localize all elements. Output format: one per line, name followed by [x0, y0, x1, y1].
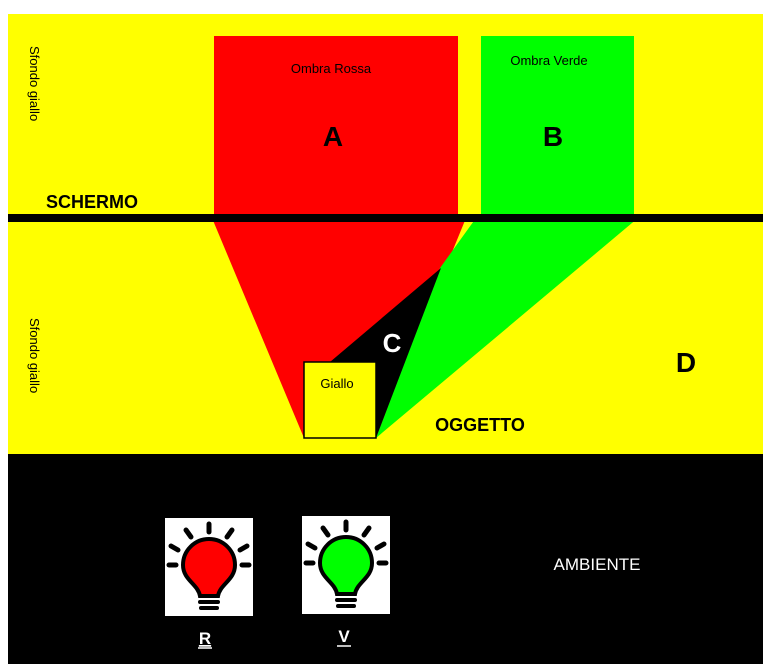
region-b-label: B — [543, 121, 563, 152]
screen-label: SCHERMO — [46, 192, 138, 212]
green-shadow-region — [376, 36, 638, 438]
red-light-bulb-icon — [166, 521, 252, 610]
red-lamp-label: R — [199, 629, 211, 648]
environment-label: AMBIENTE — [554, 555, 641, 574]
yellow-object — [303, 361, 377, 439]
green-lamp — [302, 516, 390, 614]
region-a-label: A — [323, 121, 343, 152]
object-label: OGGETTO — [435, 415, 525, 435]
object-color-label: Giallo — [320, 376, 353, 391]
red-lamp — [165, 518, 253, 616]
green-lamp-label: V — [338, 627, 350, 646]
region-c-label: C — [383, 328, 402, 358]
green-shadow-label: Ombra Verde — [510, 53, 587, 68]
green-light-bulb-icon — [303, 519, 389, 608]
region-d-label: D — [676, 347, 696, 378]
background-label-bottom: Sfondo giallo — [27, 318, 42, 393]
red-shadow-label: Ombra Rossa — [291, 61, 372, 76]
screen-line — [8, 214, 763, 222]
background-label-top: Sfondo giallo — [27, 46, 42, 121]
